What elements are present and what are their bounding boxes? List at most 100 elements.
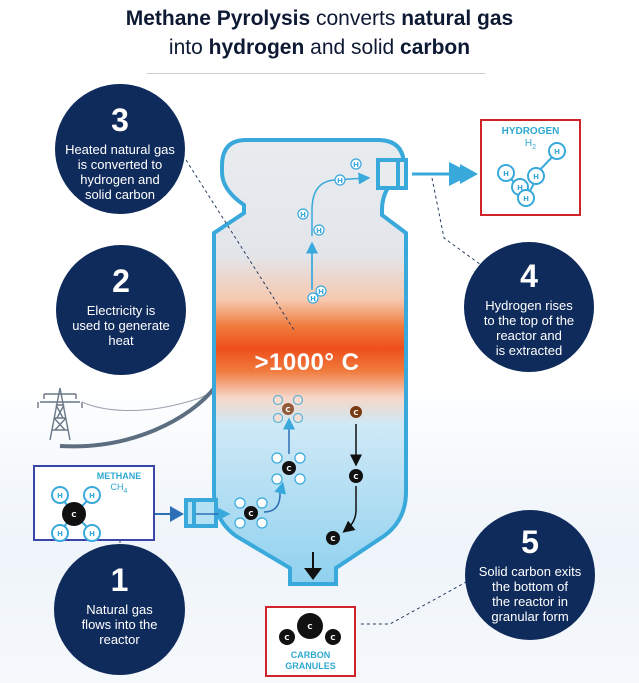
atom-h-label: H (503, 170, 509, 178)
reactor-methane-molecule-3 (272, 394, 304, 424)
step-2-circle: 2 Electricity is used to generate heat (56, 245, 186, 375)
carbon-granules-label: CARBON GRANULES (266, 650, 355, 672)
step-1-text-line: flows into the (81, 617, 158, 632)
carbon-atom-labels: C C C (284, 623, 335, 642)
carbon-label-line-2: GRANULES (285, 661, 336, 671)
atom-h-label: H (533, 173, 539, 181)
methane-atom-labels: H H H H C (57, 492, 95, 538)
hydrogen-label-text: HYDROGEN (501, 126, 560, 137)
carbon-granules-icon (279, 613, 341, 645)
title-divider (147, 73, 485, 74)
atom-h-label: H (89, 492, 95, 500)
methane-inlet-nozzle (184, 498, 218, 528)
page-title: Methane Pyrolysis converts natural gas i… (0, 4, 639, 62)
step-1-text: Natural gas flows into the reactor (54, 602, 185, 647)
reactor-temperature: >1000° C (254, 349, 360, 376)
methane-formula-symbol: CH (110, 482, 124, 492)
step-4-text-line: is extracted (495, 343, 563, 358)
step-5-text-line: Solid carbon exits (478, 564, 582, 579)
hydrogen-formula: H2 (481, 138, 580, 154)
methane-feed-arrowhead (170, 506, 184, 522)
atom-c-label: C (330, 535, 335, 543)
atom-h-label: H (300, 211, 306, 219)
step-2-text-line: used to generate (72, 318, 170, 333)
reactor-methane-molecule-2 (271, 452, 306, 485)
step-5-text-line: the reactor in (492, 594, 568, 609)
step-3-text: Heated natural gas is converted to hydro… (55, 142, 185, 202)
methane-label-text: METHANE (96, 471, 142, 481)
electric-feed-line (59, 384, 218, 449)
hydrogen-exit-arrowhead (460, 164, 478, 184)
title-line-1: Methane Pyrolysis converts natural gas (0, 4, 639, 33)
step-5-text-line: the bottom of (492, 579, 568, 594)
step-4-text-line: Hydrogen rises (485, 298, 573, 313)
step-4-circle: 4 Hydrogen rises to the top of the react… (464, 242, 594, 372)
step-3-text-line: is converted to (77, 157, 163, 172)
step-4-text-line: reactor and (496, 328, 562, 343)
title-text-and-solid: and solid (310, 36, 395, 59)
leader-step-4 (431, 177, 489, 271)
title-term-natural-gas: natural gas (401, 7, 514, 30)
methane-molecule-icon (51, 486, 101, 542)
atom-c-label: C (353, 473, 358, 481)
atom-h-label: H (57, 530, 63, 538)
step-3-text-line: Heated natural gas (65, 142, 175, 157)
atom-h-label: H (517, 184, 523, 192)
step-1-number: 1 (110, 562, 129, 598)
reactor-hydrogen-molecules (297, 158, 362, 304)
title-text-converts: converts (315, 7, 396, 30)
step-5-number: 5 (521, 524, 539, 560)
atom-c-label: C (71, 511, 76, 519)
step-1-text-line: reactor (99, 632, 140, 647)
step-1-text-line: Natural gas (86, 602, 153, 617)
reactor-carbon-atoms (326, 406, 363, 545)
step-4-text: Hydrogen rises to the top of the reactor… (464, 298, 594, 358)
title-term-carbon: carbon (400, 36, 471, 59)
methane-formula: CH4 (86, 482, 152, 497)
step-3-circle: 3 Heated natural gas is converted to hyd… (55, 84, 185, 214)
leader-step-5 (360, 569, 489, 625)
hydrogen-molecule-icon (497, 142, 566, 207)
methane-formula-subscript: 4 (123, 487, 128, 495)
power-pylon-icon (37, 387, 83, 441)
atom-h-label: H (310, 295, 316, 303)
reactor-carbon-labels: C C C (330, 409, 358, 543)
atom-h-label: H (318, 288, 324, 296)
hydrogen-label: HYDROGEN H2 (481, 126, 580, 154)
step-2-text: Electricity is used to generate heat (56, 303, 186, 348)
step-2-number: 2 (112, 263, 130, 299)
hydrogen-atom-labels: H H H H H (503, 148, 560, 203)
reactor-hydrogen-labels: H H H H H H (300, 161, 359, 303)
atom-h-label: H (523, 195, 529, 203)
carbon-exit-arrowhead (304, 568, 322, 580)
atom-h-label: H (554, 148, 560, 156)
step-5-circle: 5 Solid carbon exits the bottom of the r… (465, 510, 595, 640)
atom-c-label: C (286, 465, 291, 473)
step-5-text: Solid carbon exits the bottom of the rea… (465, 564, 595, 624)
step-2-text-line: Electricity is (86, 303, 156, 318)
atom-h-label: H (337, 177, 343, 185)
step-2-text-line: heat (108, 333, 134, 348)
inlet-flange (184, 498, 196, 528)
atom-c-label: C (248, 510, 253, 518)
carbon-label-line-1: CARBON (290, 650, 331, 660)
step-3-text-line: hydrogen and (80, 172, 160, 187)
title-term-hydrogen: hydrogen (208, 36, 305, 59)
step-3-number: 3 (111, 102, 129, 138)
hydrogen-formula-symbol: H (524, 138, 533, 149)
atom-h-label: H (57, 492, 63, 500)
carbon-fall-arrow-2 (342, 486, 357, 533)
atom-h-label: H (89, 530, 95, 538)
atom-c-label: C (330, 634, 335, 642)
atom-c-label: C (353, 409, 358, 417)
step-1-circle: 1 Natural gas flows into the reactor (54, 544, 185, 675)
atom-h-label: H (353, 161, 359, 169)
title-term-methane-pyrolysis: Methane Pyrolysis (125, 7, 311, 30)
atom-c-label: C (285, 406, 290, 414)
reactor-methane-molecule-1 (234, 497, 268, 529)
hydrogen-formula-subscript: 2 (532, 144, 537, 151)
atom-h-label: H (316, 227, 322, 235)
methane-label: METHANE CH4 (86, 471, 152, 497)
outlet-flange (396, 158, 408, 190)
